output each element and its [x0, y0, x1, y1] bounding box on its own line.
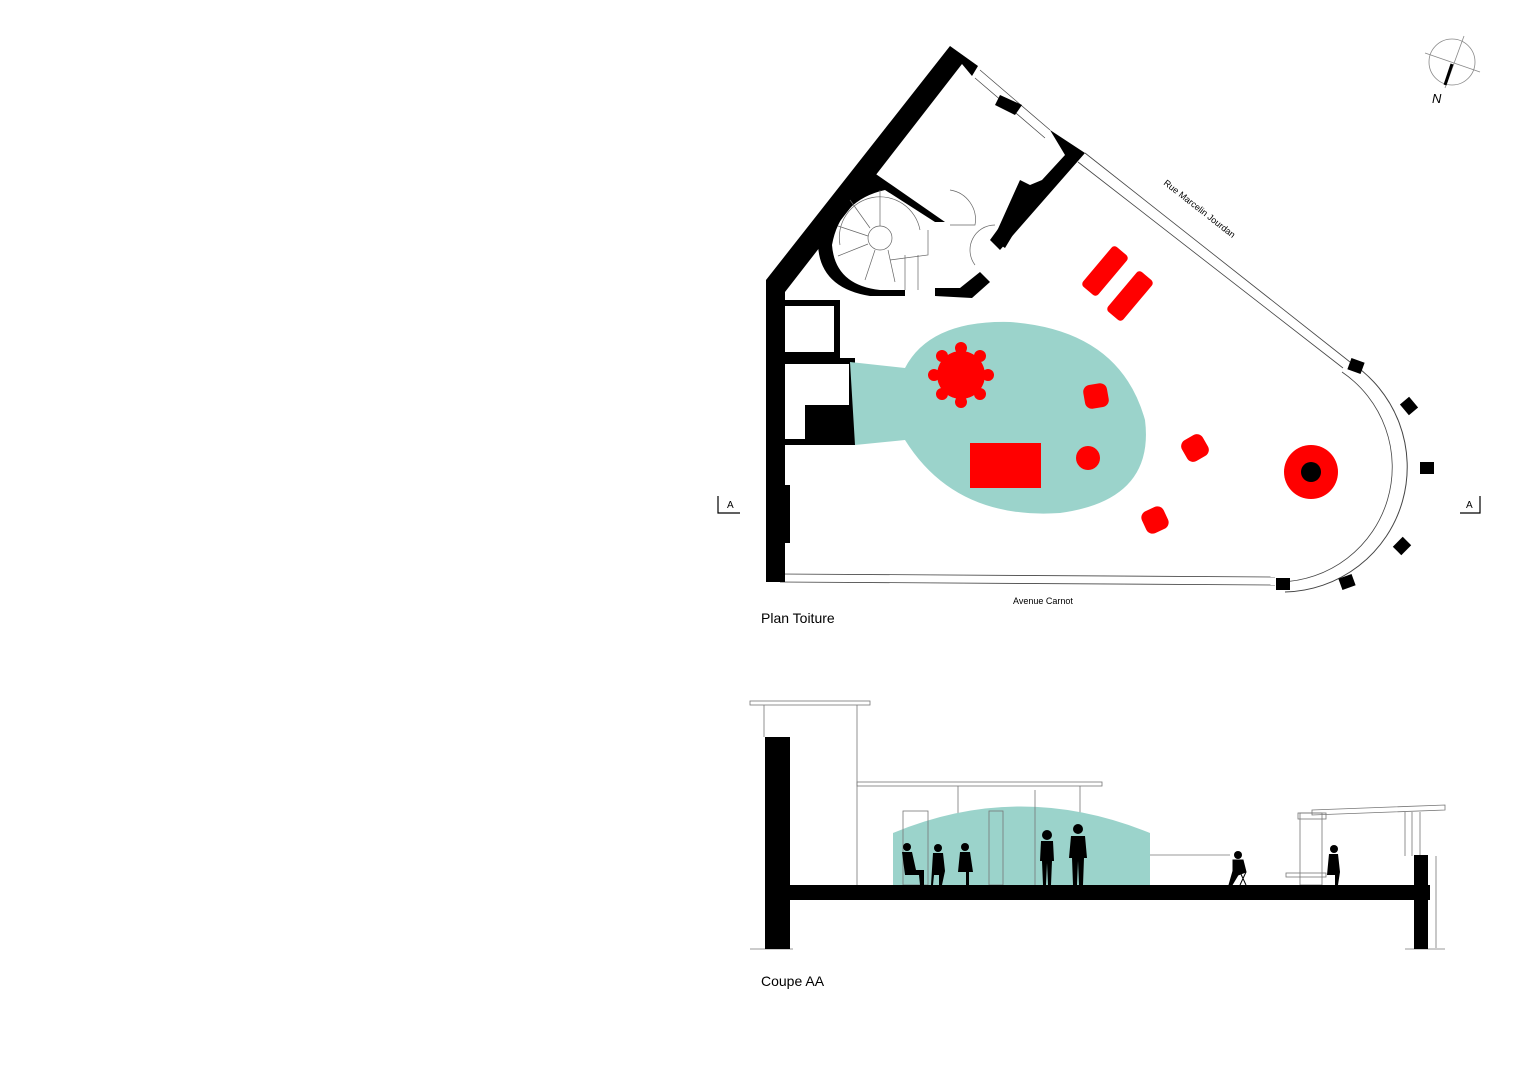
section-marker-left-label: A: [727, 500, 734, 511]
sun-lounger: [1107, 271, 1153, 321]
people-silhouettes: [902, 824, 1340, 886]
person-seated: [958, 843, 973, 885]
section-marker-right-label: A: [1466, 500, 1473, 511]
armchair: [1141, 506, 1169, 534]
side-table: [1076, 446, 1100, 470]
section-marker-right: [1460, 496, 1481, 514]
rectangular-table: [970, 443, 1041, 488]
armchair: [1083, 383, 1109, 409]
person-seated: [902, 843, 924, 885]
lounge-zone: [850, 321, 1146, 514]
curved-parapet: [1284, 361, 1408, 593]
street-label-top: Rue Marcelin Jourdan: [1162, 178, 1238, 240]
round-dining-table: [928, 342, 994, 408]
sun-lounger: [1082, 246, 1128, 296]
plan-title: Plan Toiture: [761, 610, 835, 626]
armchair: [1181, 434, 1209, 462]
person-seated: [1327, 845, 1340, 885]
person-standing: [1069, 824, 1087, 885]
furniture: [928, 246, 1338, 534]
section-aa: Coupe AA: [749, 700, 1446, 989]
street-edges: [779, 69, 1408, 593]
walls: [766, 46, 1434, 591]
section-lounge-dome: [893, 806, 1150, 885]
north-arrow-icon: [1424, 35, 1481, 89]
section-title: Coupe AA: [761, 973, 825, 989]
street-label-bottom: Avenue Carnot: [1013, 596, 1073, 606]
north-label: N: [1432, 91, 1442, 106]
section-marker-left: [717, 496, 740, 514]
person-standing: [1040, 830, 1054, 885]
section-structure: [765, 737, 1430, 949]
person-seated: [931, 844, 945, 885]
person-reclining: [1228, 851, 1247, 886]
roof-plan: A A Rue Marcelin Jourdan Avenue Carnot N…: [717, 35, 1481, 626]
spiral-stair: [837, 189, 996, 290]
